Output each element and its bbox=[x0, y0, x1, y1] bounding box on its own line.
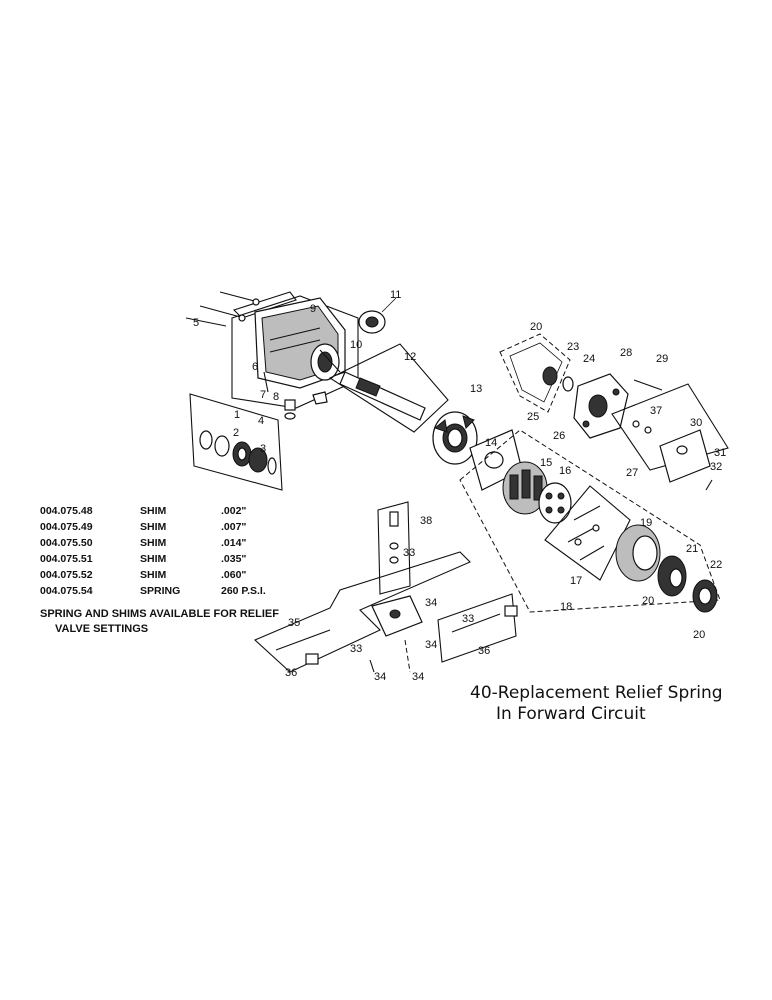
note-line-2: VALVE SETTINGS bbox=[55, 623, 148, 635]
callout: 28 bbox=[620, 347, 632, 359]
callout: 4 bbox=[258, 415, 264, 427]
callout: 6 bbox=[252, 361, 258, 373]
callout: 2 bbox=[233, 427, 239, 439]
callout: 10 bbox=[350, 339, 362, 351]
callout: 36 bbox=[285, 667, 297, 679]
callout: 9 bbox=[310, 303, 316, 315]
part-value: 260 P.S.I. bbox=[221, 585, 266, 597]
pump-housing-assembly bbox=[185, 291, 359, 420]
callout: 18 bbox=[560, 601, 572, 613]
part-value: .007" bbox=[221, 521, 246, 533]
callout: 34 bbox=[412, 671, 424, 683]
part-number: 004.075.52 bbox=[40, 569, 93, 581]
callout: 34 bbox=[425, 639, 437, 651]
callout: 38 bbox=[420, 515, 432, 527]
callout: 20 bbox=[693, 629, 705, 641]
part-desc: SHIM bbox=[140, 505, 167, 517]
note-line-1: SPRING AND SHIMS AVAILABLE FOR RELIEF bbox=[40, 608, 279, 620]
callout: 21 bbox=[686, 543, 698, 555]
coupling-nut bbox=[358, 297, 397, 334]
callout: 29 bbox=[656, 353, 668, 365]
part-desc: SPRING bbox=[140, 585, 180, 597]
callout: 7 bbox=[260, 389, 266, 401]
part-number: 004.075.54 bbox=[40, 585, 93, 597]
callout: 14 bbox=[485, 437, 497, 449]
gasket bbox=[499, 333, 571, 413]
o-ring bbox=[562, 376, 574, 392]
callout: 30 bbox=[690, 417, 702, 429]
part-number: 004.075.48 bbox=[40, 505, 93, 517]
part-number: 004.075.51 bbox=[40, 553, 93, 565]
callout: 3 bbox=[260, 443, 266, 455]
parts-table: 004.075.48 SHIM .002" 004.075.49 SHIM .0… bbox=[40, 505, 266, 597]
callout: 17 bbox=[570, 575, 582, 587]
part-number: 004.075.49 bbox=[40, 521, 93, 533]
replacement-note: 40-Replacement Relief Spring In Forward … bbox=[470, 683, 723, 724]
ring-gear bbox=[432, 411, 478, 465]
callout: 33 bbox=[403, 547, 415, 559]
callout: 20 bbox=[642, 595, 654, 607]
callout: 26 bbox=[553, 430, 565, 442]
piston-block bbox=[502, 461, 572, 524]
shaft-group bbox=[312, 343, 449, 433]
callout: 16 bbox=[559, 465, 571, 477]
callout: 25 bbox=[527, 411, 539, 423]
end-cover bbox=[573, 373, 629, 439]
replacement-line-1: 40-Replacement Relief Spring bbox=[470, 683, 723, 703]
part-desc: SHIM bbox=[140, 537, 167, 549]
part-value: .035" bbox=[221, 553, 246, 565]
callout: 35 bbox=[288, 617, 300, 629]
callout: 36 bbox=[478, 645, 490, 657]
callout: 31 bbox=[714, 447, 726, 459]
callout: 5 bbox=[193, 317, 199, 329]
callout: 33 bbox=[350, 643, 362, 655]
part-value: .014" bbox=[221, 537, 246, 549]
callout: 34 bbox=[425, 597, 437, 609]
relief-valve-block bbox=[253, 501, 518, 673]
part-number: 004.075.50 bbox=[40, 537, 93, 549]
callout: 11 bbox=[390, 289, 401, 301]
part-value: .002" bbox=[221, 505, 246, 517]
assembly-outline bbox=[459, 429, 721, 613]
part-value: .060" bbox=[221, 569, 246, 581]
callout: 15 bbox=[540, 457, 552, 469]
part-desc: SHIM bbox=[140, 569, 167, 581]
callout: 13 bbox=[470, 383, 482, 395]
callout: 27 bbox=[626, 467, 638, 479]
callout: 1 bbox=[234, 409, 240, 421]
callout: 37 bbox=[650, 405, 662, 417]
availability-note: SPRING AND SHIMS AVAILABLE FOR RELIEF VA… bbox=[40, 608, 279, 635]
motor-end bbox=[615, 524, 718, 613]
callout: 23 bbox=[567, 341, 579, 353]
valve-box bbox=[544, 485, 631, 581]
seal-kit-group bbox=[189, 393, 283, 491]
seal bbox=[542, 366, 558, 386]
callout: 24 bbox=[583, 353, 595, 365]
callout: 12 bbox=[404, 351, 416, 363]
callout: 32 bbox=[710, 461, 722, 473]
part-desc: SHIM bbox=[140, 553, 167, 565]
callout: 34 bbox=[374, 671, 386, 683]
callout: 33 bbox=[462, 613, 474, 625]
callout: 19 bbox=[640, 517, 652, 529]
callout-labels: 1 2 3 4 5 6 7 8 9 10 11 12 13 14 15 16 1… bbox=[193, 289, 726, 683]
replacement-line-2: In Forward Circuit bbox=[496, 704, 646, 724]
callout: 22 bbox=[710, 559, 722, 571]
part-desc: SHIM bbox=[140, 521, 167, 533]
callout: 8 bbox=[273, 391, 279, 403]
relief-housing bbox=[611, 379, 729, 491]
callout: 20 bbox=[530, 321, 542, 333]
